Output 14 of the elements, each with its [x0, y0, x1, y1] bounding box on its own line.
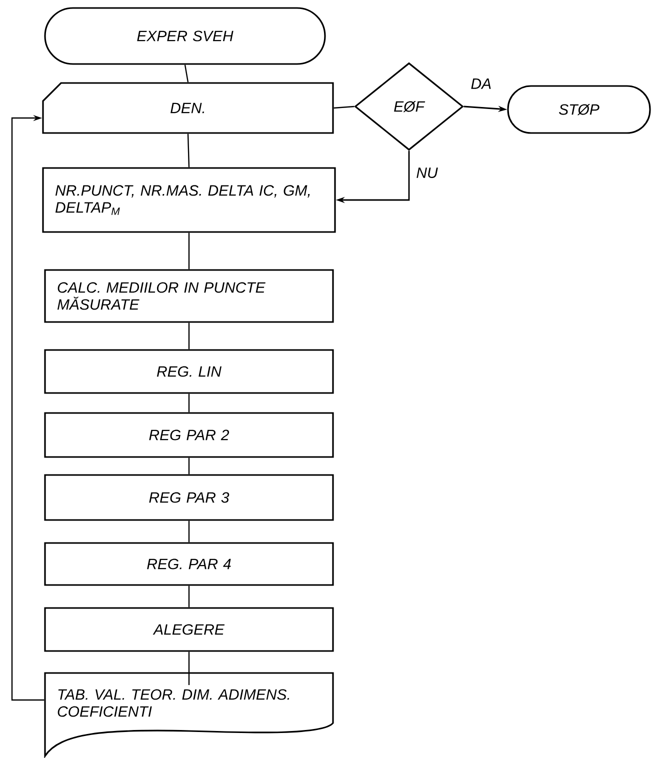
- document-box: TAB. VAL. TEOR. DIM. ADIMENS. COEFICIENTI: [44, 672, 334, 757]
- terminal-box: EXPER SVEH: [44, 7, 326, 65]
- edge-label: DA: [470, 78, 493, 90]
- process-box: REG. PAR 4: [44, 542, 334, 586]
- process-box: REG PAR 2: [44, 412, 334, 458]
- process-box: CALC. MEDIILOR IN PUNCTE MĂSURATE: [44, 269, 334, 323]
- process-box: REG. LIN: [44, 349, 334, 394]
- process-box: REG PAR 3: [44, 474, 334, 521]
- arrow: [11, 114, 44, 701]
- edge-label: NU: [415, 166, 439, 180]
- input-box: DEN.: [42, 82, 334, 134]
- process-box: ALEGERE: [44, 607, 334, 652]
- terminal-box: STØP: [507, 85, 651, 134]
- process-box: NR.PUNCT, NR.MAS. DELTA IC, GM, DELTAP$_{M}$: [42, 167, 336, 233]
